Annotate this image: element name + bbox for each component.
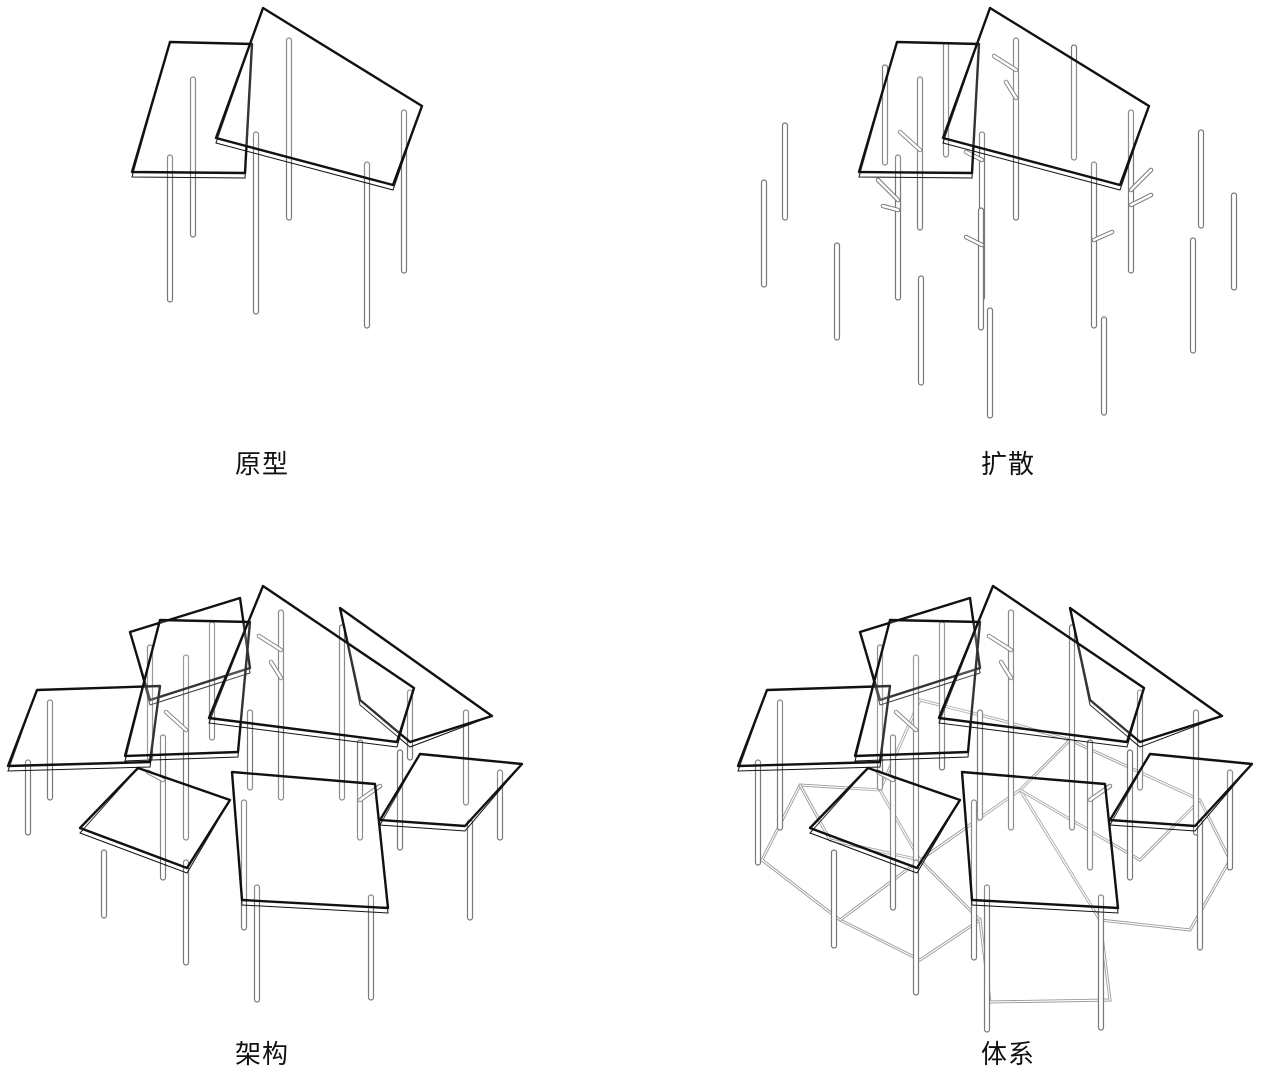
rod-leg xyxy=(246,709,254,791)
rod-leg xyxy=(1097,894,1105,1031)
tabletop xyxy=(941,6,1151,187)
branch-inner xyxy=(358,784,382,802)
rod-leg xyxy=(1012,37,1020,221)
tabletop xyxy=(230,770,390,910)
branch-inner xyxy=(898,130,922,152)
rod-leg xyxy=(830,849,838,949)
rod-leg xyxy=(1126,749,1134,881)
frame-bar-inner xyxy=(1019,789,1101,921)
rod-leg xyxy=(1100,316,1108,416)
rod-leg xyxy=(189,76,197,238)
rod-leg xyxy=(1068,624,1076,831)
tabletop xyxy=(808,766,962,870)
rod-leg xyxy=(1189,237,1197,354)
branch-inner xyxy=(992,54,1018,72)
rod-leg xyxy=(912,859,920,996)
tabletop xyxy=(207,584,416,744)
rod-leg xyxy=(760,179,768,288)
rod-leg xyxy=(396,749,404,851)
rod-leg xyxy=(367,894,375,1001)
rod-leg xyxy=(976,709,984,821)
rod-leg xyxy=(1070,44,1078,161)
branch-inner xyxy=(1092,230,1114,242)
rod-leg xyxy=(46,699,54,801)
tabletop xyxy=(1068,606,1224,744)
rod-leg xyxy=(363,161,371,329)
tabletop xyxy=(214,6,424,187)
branch-inner xyxy=(881,204,900,212)
rod-leg xyxy=(894,154,902,301)
rod-leg xyxy=(917,275,925,386)
rod-leg xyxy=(252,131,260,315)
tabletop xyxy=(123,618,252,758)
frame-bar-inner xyxy=(761,699,1231,1003)
tabletop xyxy=(853,618,982,758)
tabletop xyxy=(6,684,162,768)
tabletop xyxy=(1108,752,1254,828)
frame-bar-inner xyxy=(1019,789,1201,861)
rod-leg xyxy=(754,759,762,866)
tabletop xyxy=(338,606,494,744)
rod-leg xyxy=(466,819,474,921)
tabletop xyxy=(378,752,524,828)
rod-leg xyxy=(253,884,261,1003)
branch-inner xyxy=(1004,80,1018,100)
branch-inner xyxy=(964,235,984,247)
branch-inner xyxy=(164,710,188,732)
branch-inner xyxy=(876,178,900,202)
branch-inner xyxy=(987,634,1013,652)
tabletop xyxy=(960,770,1120,910)
panel-structure-drawing xyxy=(6,584,524,1003)
branch-inner xyxy=(999,660,1013,680)
rod-leg xyxy=(1192,709,1200,836)
rod-leg xyxy=(182,859,190,966)
rod-leg xyxy=(182,654,190,841)
branch-inner xyxy=(894,710,918,732)
branch-inner xyxy=(1088,784,1112,802)
branch-inner xyxy=(257,634,283,652)
rod-leg xyxy=(1230,192,1238,291)
tabletop xyxy=(937,584,1146,744)
rod-leg xyxy=(1197,129,1205,229)
rod-leg xyxy=(833,242,841,341)
rod-leg xyxy=(338,624,346,801)
caption-structure: 架构 xyxy=(234,1040,290,1070)
caption-prototype: 原型 xyxy=(234,450,290,480)
panel-system-drawing xyxy=(736,584,1254,1033)
rod-leg xyxy=(977,207,985,331)
frame-bar-inner xyxy=(839,859,921,921)
rod-leg xyxy=(1196,819,1204,951)
branch-inner xyxy=(1129,168,1153,192)
rod-leg xyxy=(100,849,108,919)
rod-leg xyxy=(983,884,991,1033)
rod-leg xyxy=(1086,739,1094,871)
rod-leg xyxy=(285,37,293,221)
rod-leg xyxy=(159,734,167,881)
rod-leg xyxy=(1226,769,1234,871)
rod-leg xyxy=(24,759,32,836)
rod-leg xyxy=(986,307,994,419)
branch-inner xyxy=(269,660,283,680)
caption-system: 体系 xyxy=(980,1040,1036,1070)
frame-bar-inner xyxy=(919,859,981,921)
rod-leg xyxy=(356,739,364,841)
panel-prototype-drawing xyxy=(130,6,424,329)
rod-leg xyxy=(781,122,789,221)
rod-leg xyxy=(916,76,924,231)
rod-leg xyxy=(1090,161,1098,329)
branch-inner xyxy=(1129,193,1153,207)
tabletop xyxy=(78,766,232,870)
caption-diffusion: 扩散 xyxy=(980,450,1036,480)
panel-diffusion-drawing xyxy=(760,6,1238,419)
rod-leg xyxy=(166,154,174,303)
rod-leg xyxy=(277,609,285,801)
tabletop xyxy=(736,684,892,768)
